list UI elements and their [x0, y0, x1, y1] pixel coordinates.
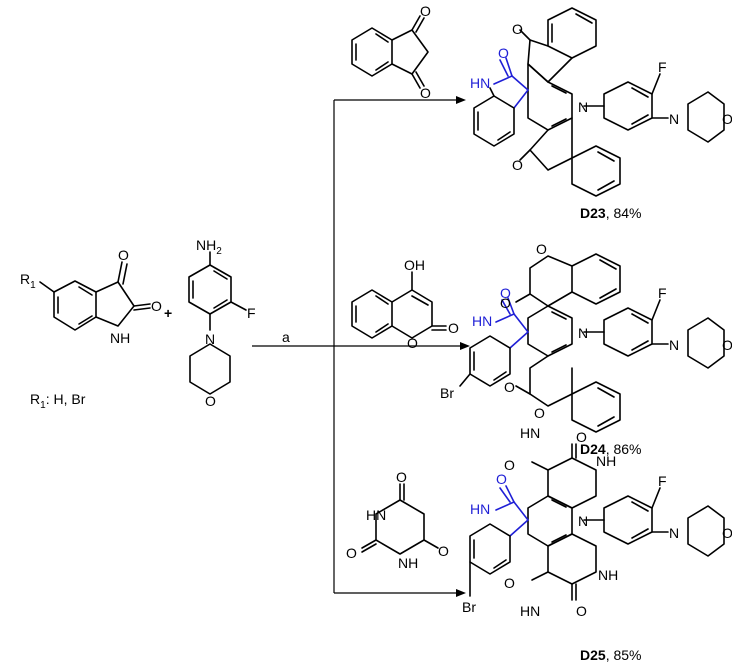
d25-oxindole-nh: HN [470, 501, 490, 517]
barbituric-oxygen-top: O [396, 469, 407, 485]
d24-carbonyl-oxygen-top: O [500, 295, 511, 311]
fluoroaniline-structure [188, 251, 247, 395]
amine-morpholine-o: O [205, 393, 216, 409]
barbituric-acid-structure [361, 483, 439, 555]
plus-sign: + [164, 305, 172, 321]
d25-nitrogen: N [578, 513, 588, 529]
barbituric-oxygen-left: O [346, 545, 357, 561]
d24-nitrogen: N [578, 325, 588, 341]
d25-carbonyl-top: O [504, 457, 515, 473]
substituent-note: R1: H, Br [30, 391, 86, 411]
d25-oxygen-bottom: O [576, 603, 587, 619]
barbituric-nh-left: HN [366, 507, 386, 523]
d23-morpholine-o: O [722, 111, 732, 127]
d25-nh-top: HN [520, 425, 540, 441]
amine-morpholine-n: N [205, 331, 215, 347]
isatin-nitrogen: NH [110, 330, 130, 346]
d23-fluorine: F [658, 59, 667, 75]
product-d23-structure [473, 7, 725, 197]
coumarin-ring-oxygen: O [407, 335, 418, 351]
indanedione-oxygen-bottom: O [420, 85, 431, 101]
indanedione-structure [351, 15, 429, 89]
d25-morpholine-n: N [669, 525, 679, 541]
d23-nitrogen: N [578, 99, 588, 115]
d24-bromine: Br [440, 385, 454, 401]
coumarin-hydroxyl: OH [404, 257, 425, 273]
isatin-oxygen-right: O [151, 298, 162, 314]
d25-fluorine: F [658, 473, 667, 489]
amine-nh2: NH2 [196, 237, 222, 257]
d23-oxygen-top: O [512, 21, 523, 37]
d24-morpholine-o: O [722, 337, 732, 353]
d23-oxygen-bottom: O [512, 157, 523, 173]
arrow-head-top [456, 96, 466, 104]
d23-oxindole-nh: HN [470, 75, 490, 91]
d24-ring-oxygen-top: O [536, 241, 547, 257]
indanedione-oxygen-top: O [420, 3, 431, 19]
d25-bromine: Br [462, 599, 476, 615]
coumarin-carbonyl-oxygen: O [448, 320, 459, 336]
d25-label: D25, 85% [580, 647, 642, 663]
d24-label: D24, 86% [580, 441, 642, 457]
d24-oxindole-oxygen: O [500, 285, 511, 301]
d25-oxindole-oxygen: O [496, 471, 507, 487]
d23-morpholine-n: N [669, 111, 679, 127]
isatin-structure [39, 261, 151, 331]
d25-morpholine-o: O [722, 525, 732, 541]
d23-oxindole-oxygen: O [498, 45, 509, 61]
arrow-head-bottom [456, 589, 466, 597]
barbituric-oxygen-right: O [438, 543, 449, 559]
isatin-oxygen-top: O [118, 247, 129, 263]
d24-oxindole-nh: HN [472, 313, 492, 329]
barbituric-nh-bottom: NH [398, 555, 418, 571]
d24-ring-oxygen-bottom: O [534, 405, 545, 421]
d25-carbonyl-bottom: O [504, 575, 515, 591]
reagent-label: a [282, 329, 290, 345]
product-d24-structure [459, 253, 725, 433]
d24-carbonyl-oxygen-bottom: O [504, 379, 515, 395]
arrow-head-middle [460, 342, 470, 350]
isatin-r-group: R1 [20, 271, 36, 291]
amine-fluorine: F [247, 305, 256, 321]
d25-oxygen-top: O [576, 429, 587, 445]
product-d25-structure [469, 443, 725, 601]
reaction-arrows: a [252, 96, 470, 597]
d24-fluorine: F [658, 285, 667, 301]
d25-nh-bottom-right: NH [598, 567, 618, 583]
d25-nh-bottom: HN [520, 603, 540, 619]
d23-label: D23, 84% [580, 205, 642, 221]
hydroxycoumarin-structure [351, 271, 447, 339]
d25-nh-top-right: NH [596, 453, 616, 469]
d24-morpholine-n: N [669, 337, 679, 353]
